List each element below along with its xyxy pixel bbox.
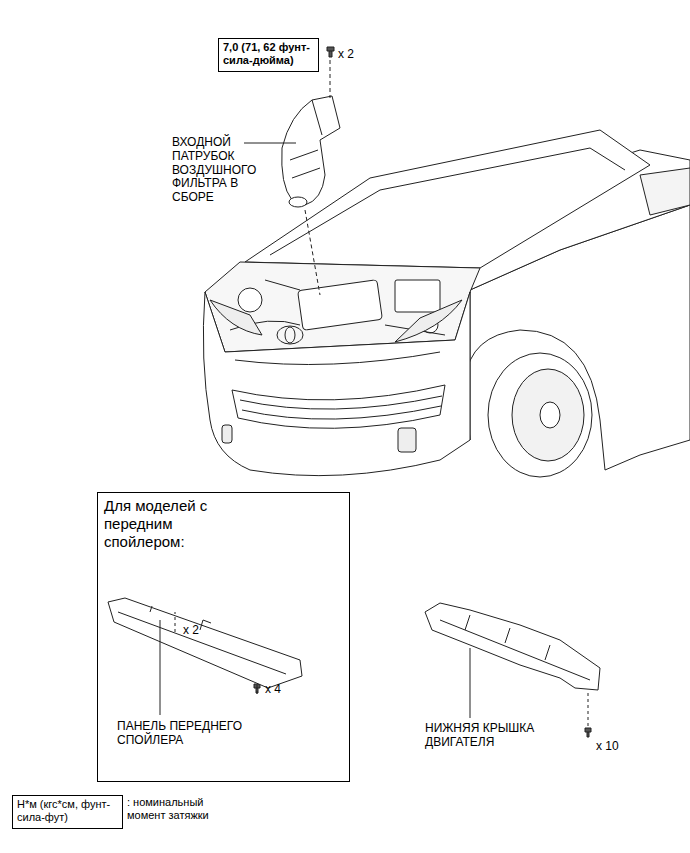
legend-text: : номинальный момент затяжки: [127, 796, 222, 822]
engine-bay: [205, 262, 480, 352]
headlight-left: [210, 300, 262, 335]
quantity: x 4: [265, 683, 305, 697]
tire: [488, 353, 592, 477]
part-name: ВХОДНОЙ ПАТРУБОК ВОЗДУШНОГО ФИЛЬТРА В СБ…: [172, 136, 272, 205]
air-inlet-duct: [282, 96, 340, 205]
node-text: 7,0 (71, 62 фунт-сила-дюйма): [223, 41, 314, 67]
fog-light: [398, 428, 416, 452]
quantity: x 2: [338, 48, 378, 62]
under-cover-detail: [440, 615, 590, 680]
side-window: [640, 168, 690, 215]
fog-light-left: [222, 425, 232, 443]
dashed-guide: [330, 60, 331, 98]
hub: [540, 402, 560, 428]
air-inlet-detail: [290, 100, 322, 178]
front-bumper: [203, 292, 470, 476]
emblem: [277, 326, 303, 344]
spoiler-detail: [118, 606, 286, 674]
grille-upper: [235, 352, 440, 365]
quantity: x 2: [183, 624, 223, 638]
spoiler-panel: [108, 598, 302, 688]
node-text: Н*м (кгс*см, фунт-сила-фут): [17, 798, 118, 824]
part-name: НИЖНЯЯ КРЫШКА ДВИГАТЕЛЯ: [425, 722, 560, 750]
grille-slats: [240, 396, 442, 419]
battery: [395, 280, 440, 312]
leader-line: [244, 143, 296, 144]
grille-lower: [232, 385, 445, 428]
legend-sample-box: Н*м (кгс*см, фунт-сила-фут): [12, 795, 123, 829]
node-text: Для моделей с передним спойлером:: [104, 497, 254, 551]
rim: [512, 369, 584, 461]
bolt: [327, 47, 334, 57]
leader-line: [470, 648, 471, 718]
part-name: ПАНЕЛЬ ПЕРЕДНЕГО СПОЙЛЕРА: [117, 720, 257, 748]
dashed-guide: [305, 210, 320, 295]
dashed-guide: [588, 690, 589, 726]
emblem-inner: [285, 327, 295, 343]
torque-box: 7,0 (71, 62 фунт-сила-дюйма): [218, 38, 319, 72]
reservoir: [238, 288, 262, 312]
engine-under-cover: [425, 603, 600, 690]
dashed-guide: [175, 612, 257, 694]
air-inlet-mouth: [289, 197, 307, 207]
headlight-right: [395, 300, 462, 342]
bolt: [585, 728, 591, 737]
quantity: x 10: [596, 740, 641, 754]
leader-line: [160, 620, 161, 715]
engine-cover: [298, 280, 383, 331]
